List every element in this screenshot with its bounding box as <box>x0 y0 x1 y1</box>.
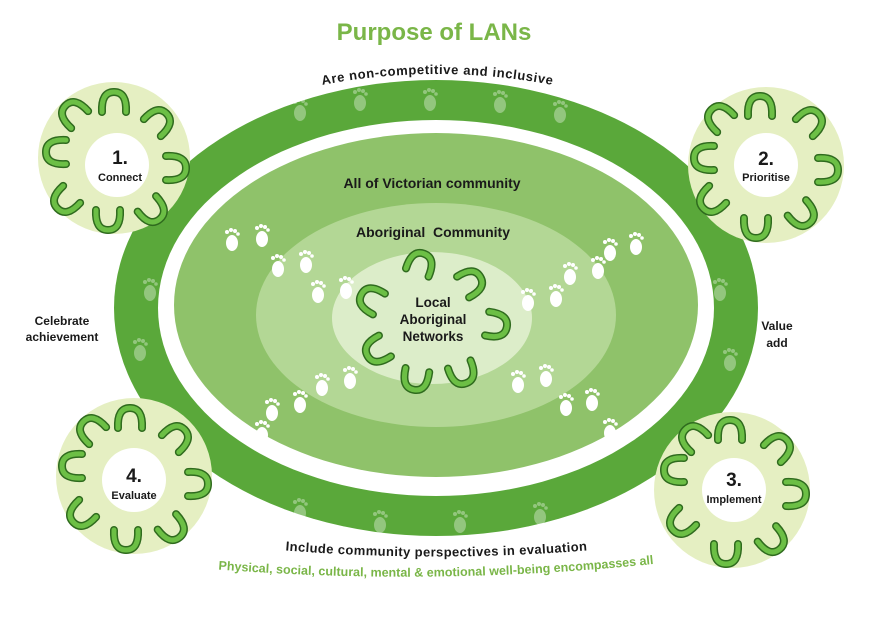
step-circle-connect: 1. Connect <box>38 82 190 234</box>
ring-bottom-textpath: Include community perspectives in evalua… <box>285 538 587 559</box>
side-label-value-line2: add <box>766 336 787 350</box>
step-number-1: 1. <box>112 148 128 169</box>
step-label-evaluate: Evaluate <box>111 490 156 502</box>
inner-label-line2: Aboriginal <box>400 312 467 327</box>
layer-label-victorian: All of Victorian community <box>343 175 520 191</box>
side-label-celebrate-line1: Celebrate <box>35 314 90 328</box>
step-circle-evaluate: 4. Evaluate <box>56 398 212 554</box>
step-circle-prioritise: 2. Prioritise <box>688 87 844 243</box>
layer-label-aboriginal: Aboriginal Community <box>356 224 510 240</box>
step-circle-implement: 3. Implement <box>654 412 810 568</box>
step-number-2: 2. <box>758 149 774 170</box>
step-number-4: 4. <box>126 466 142 487</box>
step-number-3: 3. <box>726 470 742 491</box>
step-label-prioritise: Prioritise <box>742 172 790 184</box>
ring-bottom-text: Include community perspectives in evalua… <box>285 538 588 559</box>
side-label-value-line1: Value <box>761 319 793 333</box>
step-label-implement: Implement <box>706 494 761 506</box>
inner-label-line1: Local <box>415 295 450 310</box>
inner-label-line3: Networks <box>403 329 464 344</box>
step-label-connect: Connect <box>98 172 142 184</box>
page-title: Purpose of LANs <box>337 19 532 46</box>
side-label-celebrate-line2: achievement <box>26 330 99 344</box>
